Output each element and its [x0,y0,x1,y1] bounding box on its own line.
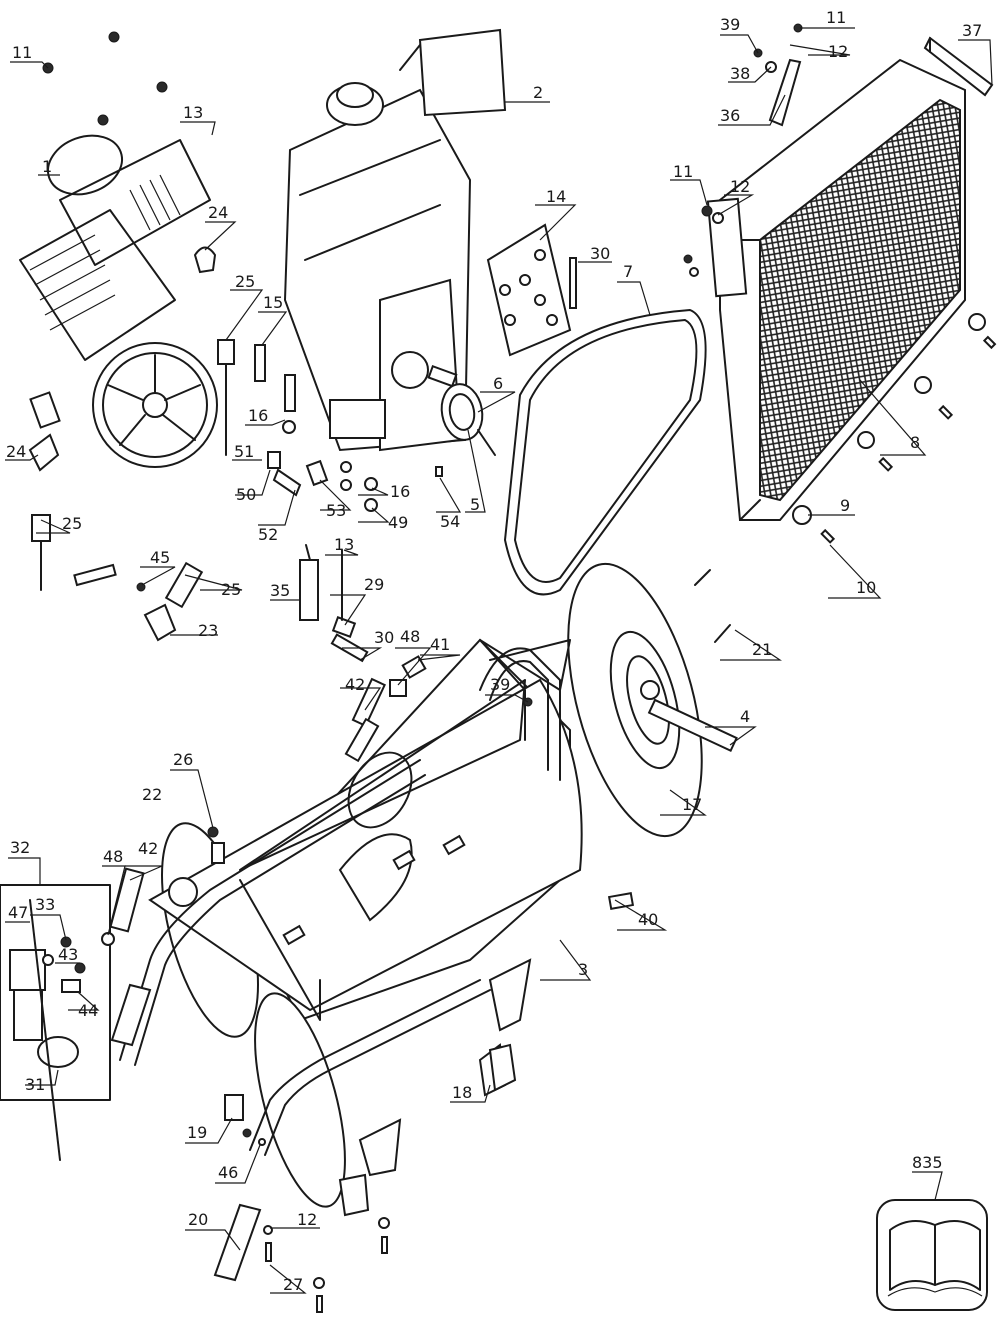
callout-51: 51 [234,442,254,461]
callout-48: 48 [400,627,420,646]
callout-47: 47 [8,903,28,922]
callout-39: 39 [490,675,510,694]
callout-18: 18 [452,1083,472,1102]
callout-12: 12 [730,177,750,196]
callout-46: 46 [218,1163,238,1182]
callout-53: 53 [326,501,346,520]
callout-22: 22 [142,785,162,804]
callout-37: 37 [962,21,982,40]
callout-25: 25 [221,580,241,599]
callout-4: 4 [740,707,750,726]
pump-assembly [19,31,218,468]
callout-52: 52 [258,525,278,544]
callout-16: 16 [390,482,410,501]
callout-835: 835 [912,1153,943,1172]
drive-belt [504,309,707,596]
leader-lines [5,27,993,1294]
callout-36: 36 [720,106,740,125]
callout-3: 3 [578,960,588,979]
callout-45: 45 [150,548,170,567]
callout-20: 20 [188,1210,208,1229]
callout-24: 24 [208,203,228,222]
callout-1: 1 [42,157,52,176]
handles-and-tubes [109,647,561,1282]
callout-7: 7 [623,262,633,281]
callout-42: 42 [345,675,365,694]
callout-19: 19 [187,1123,207,1142]
callout-25: 25 [62,514,82,533]
callout-49: 49 [388,513,408,532]
bracket-14 [486,223,577,357]
callout-50: 50 [236,485,256,504]
callout-2: 2 [533,83,543,102]
engine-assembly [283,28,507,477]
belt-guard-shroud [683,23,997,544]
callout-54: 54 [440,512,460,531]
callout-9: 9 [840,496,850,515]
open-book-icon [876,1199,988,1311]
callout-43: 43 [58,945,78,964]
callout-41: 41 [430,635,450,654]
callout-33: 33 [35,895,55,914]
callout-21: 21 [752,640,772,659]
callout-12: 12 [828,42,848,61]
wheel-assembly [567,562,738,838]
callout-15: 15 [263,293,283,312]
callout-16: 16 [248,406,268,425]
callout-38: 38 [730,64,750,83]
callout-labels: 11 13 1 24 25 15 16 24 25 51 50 52 53 16… [6,8,982,1294]
callout-44: 44 [78,1001,98,1020]
callout-12: 12 [297,1210,317,1229]
regulator-assembly [0,884,111,1161]
callout-31: 31 [25,1075,45,1094]
callout-6: 6 [493,374,503,393]
callout-14: 14 [546,187,566,206]
callout-29: 29 [364,575,384,594]
callout-30: 30 [374,628,394,647]
callout-35: 35 [270,581,290,600]
callout-40: 40 [638,910,658,929]
callout-30: 30 [590,244,610,263]
callout-10: 10 [856,578,876,597]
callout-13: 13 [334,535,354,554]
engine-mount-hardware [254,344,378,512]
callout-11: 11 [673,162,693,181]
callout-13: 13 [183,103,203,122]
callout-26: 26 [173,750,193,769]
callout-24: 24 [6,442,26,461]
tank-and-frame [148,638,635,1217]
callout-39: 39 [720,15,740,34]
callout-17: 17 [682,795,702,814]
callout-27: 27 [283,1275,303,1294]
callout-48: 48 [103,847,123,866]
callout-11: 11 [826,8,846,27]
callout-23: 23 [198,621,218,640]
callout-11: 11 [12,43,32,62]
callout-42: 42 [138,839,158,858]
callout-32: 32 [10,838,30,857]
callout-8: 8 [910,433,920,452]
callout-25: 25 [235,272,255,291]
callout-5: 5 [470,495,480,514]
